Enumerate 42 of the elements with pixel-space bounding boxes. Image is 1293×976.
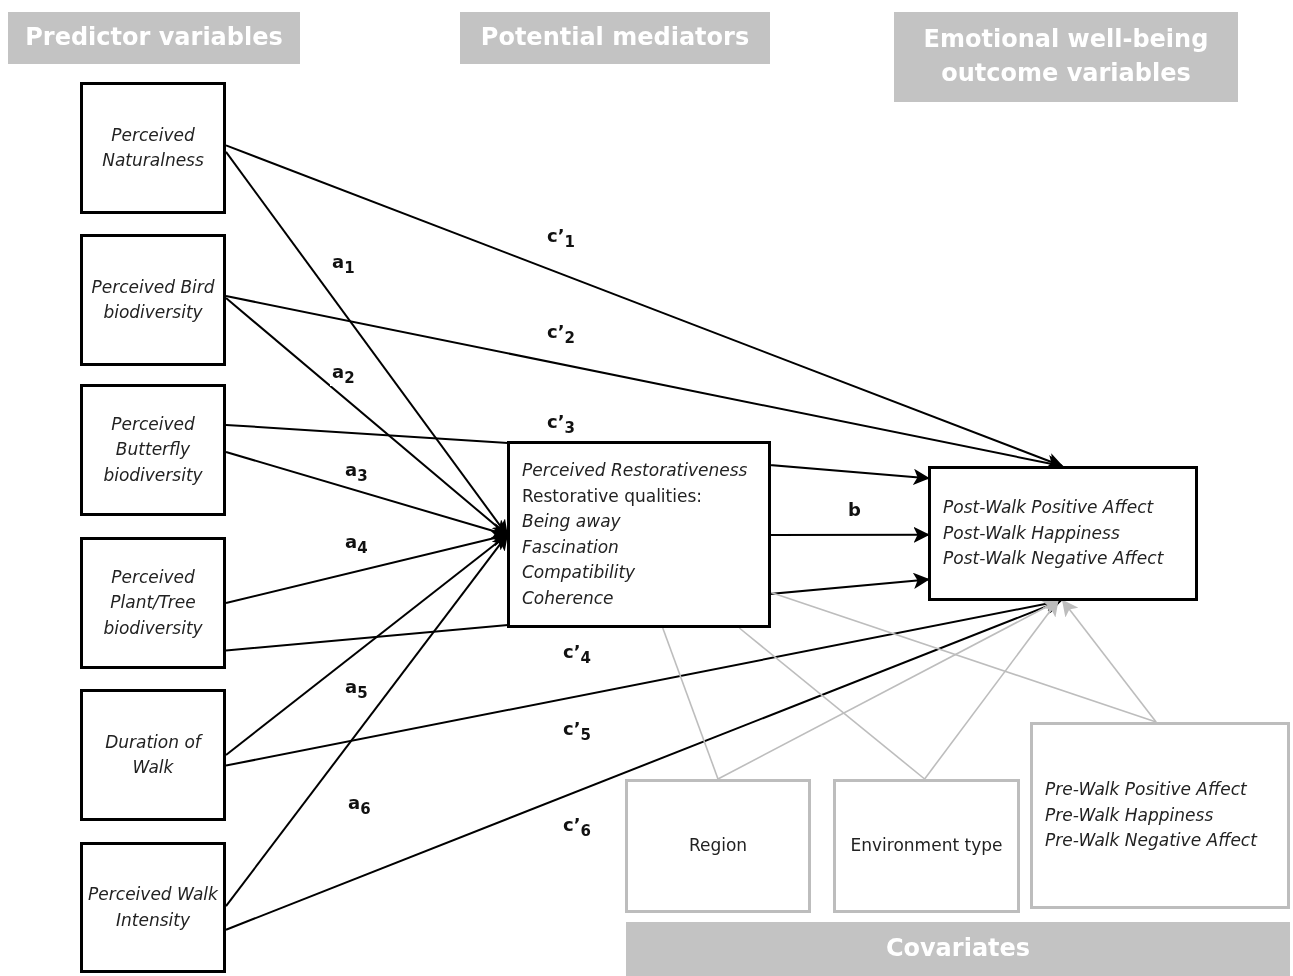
variable-text: Post-Walk Negative Affect [943,547,1165,571]
header-text: Predictor variables [25,22,283,54]
variable-text: Pre-Walk Happiness [1045,803,1215,827]
variable-text: Pre-Walk Negative Affect [1045,829,1259,853]
header-text: Covariates [885,933,1031,965]
variable-text: Being away [522,510,622,533]
variable-text: Compatibility [522,561,637,584]
variable-text: Perceived Butterfly biodiversity [102,412,204,487]
covariate-box [833,779,1020,913]
predictor-box [80,689,226,821]
predictor-box [80,537,226,669]
arrow [1062,600,1157,723]
arrow [923,600,1059,780]
covariate-box [1030,722,1290,909]
variable-text: Restorative qualities: [522,484,703,508]
variable-text: Perceived Bird biodiversity [90,275,216,324]
section-header [8,12,300,64]
section-header [460,12,770,64]
variable-text: Perceived Plant/Tree biodiversity [102,565,204,640]
section-header [894,12,1238,102]
variable-box [507,441,771,628]
variable-text: Post-Walk Happiness [943,521,1121,545]
variable-text: Perceived Walk Intensity [87,883,219,932]
predictor-box [80,234,226,366]
predictor-box [80,842,226,973]
section-header [626,922,1290,976]
predictor-box [80,82,226,214]
header-text: Emotional well-being outcome variables [922,24,1210,89]
predictor-box [80,384,226,516]
variable-text: Pre-Walk Positive Affect [1045,778,1248,802]
variable-box [928,466,1198,601]
variable-text: Perceived Naturalness [101,123,205,172]
variable-text: Fascination [522,535,620,559]
variable-text: Duration of Walk [104,730,204,779]
variable-text: Perceived Restorativeness [522,459,749,482]
arrow [770,527,929,543]
covariate-box [625,779,811,913]
variable-text: Coherence [522,586,615,610]
variable-text: Post-Walk Positive Affect [943,496,1155,520]
variable-text: Region [688,834,748,858]
variable-text: Environment type [850,834,1003,858]
header-text: Potential mediators [480,22,750,54]
